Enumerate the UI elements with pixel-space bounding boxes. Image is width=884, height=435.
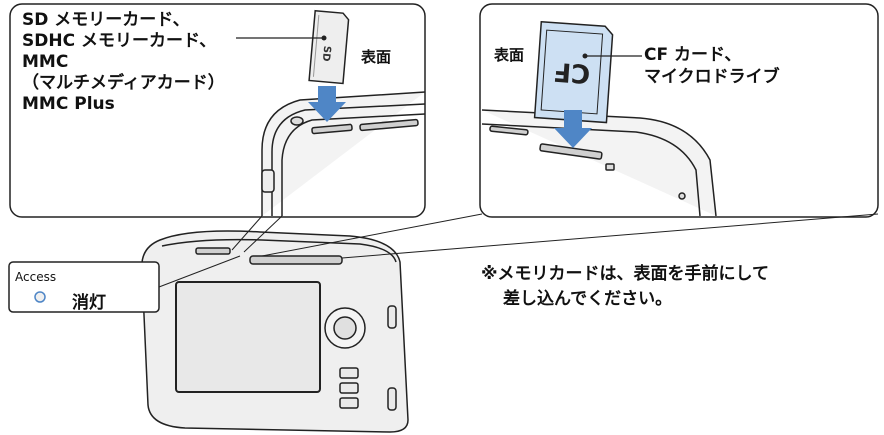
sd-card-type: MMC — [22, 52, 69, 72]
device-dial-inner — [333, 316, 357, 340]
sd-card-type: SD メモリーカード、 — [22, 10, 190, 30]
device-top-bevel — [161, 238, 397, 263]
viewer-device — [141, 230, 409, 433]
sd-card-types-list: SD メモリーカード、 SDHC メモリーカード、 MMC （マルチメディアカー… — [22, 10, 225, 115]
sd-card-logo: SD — [320, 45, 332, 61]
sd-leader-dot — [321, 35, 327, 41]
insertion-note: ※メモリカードは、表面を手前にして 差し込んでください。 — [481, 262, 769, 312]
sd-insert-arrow — [308, 86, 346, 122]
sd-card-type: （マルチメディアカード） — [22, 73, 225, 93]
access-leader-line — [158, 255, 241, 288]
sd-card-type: MMC Plus — [22, 94, 115, 114]
cf-slot-zoom-device — [481, 109, 717, 217]
cf-zoom-connector-left — [261, 213, 483, 257]
cf-face-label: 表面 — [494, 46, 525, 64]
cf-zoom-connector-right — [341, 213, 879, 259]
device-top-slot-small — [195, 247, 231, 255]
device-top-slot — [249, 255, 343, 265]
cf-card-logo: CF — [552, 56, 591, 88]
sd-card-type: SDHC メモリーカード、 — [22, 31, 217, 51]
device-side-switch-2 — [387, 387, 397, 411]
access-state-text: 消灯 — [72, 293, 106, 313]
device-side-switch — [387, 305, 397, 329]
sd-slot-zoom-device — [261, 91, 426, 216]
sd-face-label: 表面 — [361, 48, 392, 66]
sd-card: SD — [308, 9, 350, 85]
cf-card-types-list: CF カード、 マイクロドライブ — [644, 44, 780, 88]
access-led-icon — [34, 291, 46, 303]
cf-card-type: マイクロドライブ — [644, 67, 780, 87]
sd-zoom-connector-right — [243, 215, 283, 253]
device-screen — [175, 281, 321, 393]
cf-insert-arrow — [554, 110, 592, 148]
cf-card: CF — [533, 20, 614, 124]
cf-leader-dot — [582, 53, 588, 59]
insertion-note-line: ※メモリカードは、表面を手前にして — [481, 264, 770, 284]
device-button-3 — [339, 397, 359, 409]
cf-card-type: CF カード、 — [644, 45, 742, 65]
access-label: Access — [15, 270, 57, 284]
insertion-note-line: 差し込んでください。 — [503, 289, 673, 309]
device-button-2 — [339, 382, 359, 394]
device-button-1 — [339, 367, 359, 379]
sd-zoom-connector-left — [231, 215, 263, 251]
